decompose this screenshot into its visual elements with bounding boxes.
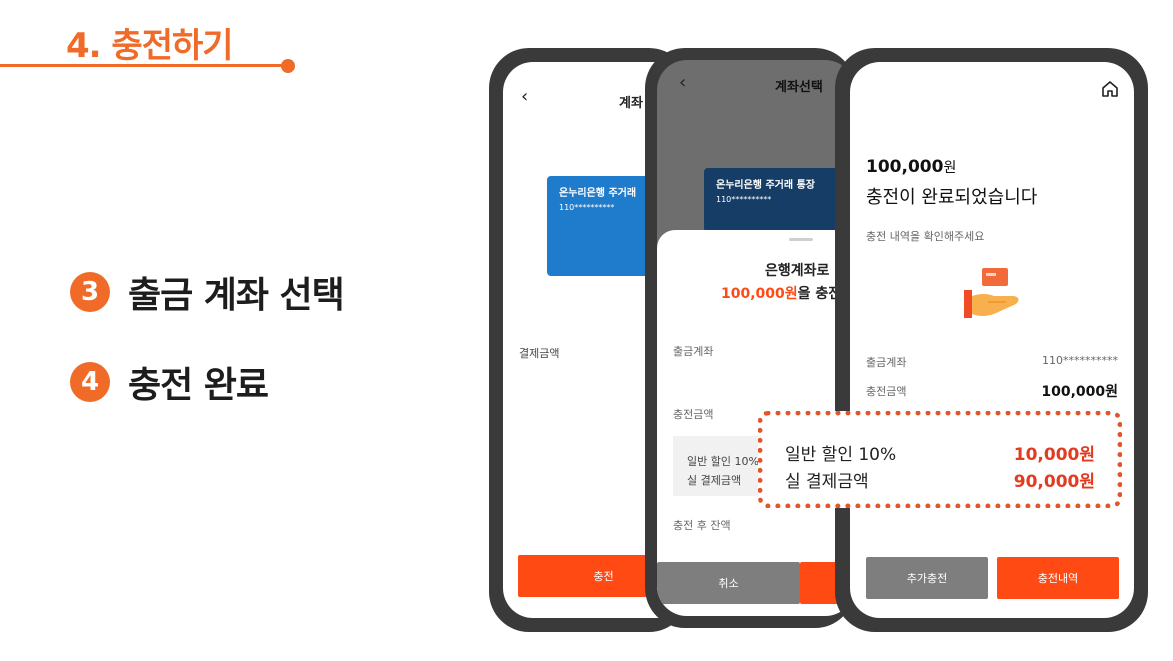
screen-title: 계좌선택: [775, 80, 823, 95]
title-underline-dot: [281, 59, 295, 73]
bank-card-number: 110**********: [559, 203, 615, 212]
step-number-badge: 4: [70, 362, 110, 402]
cancel-button[interactable]: 취소: [657, 562, 800, 604]
withdraw-account-label: 출금계좌: [866, 356, 907, 369]
step-4: 4 충전 완료: [70, 356, 269, 408]
step-3: 3 출금 계좌 선택: [70, 266, 345, 318]
discount-highlight-callout: 일반 할인 10% 10,000원 실 결제금액 90,000원: [758, 411, 1122, 508]
charge-amount-value: 100,000원: [1041, 384, 1118, 400]
sheet-handle[interactable]: [789, 238, 813, 241]
section-title: 4. 충전하기: [66, 26, 234, 66]
charge-history-button[interactable]: 충전내역: [997, 557, 1119, 599]
real-pay-label: 실 결제금액: [785, 472, 869, 492]
discount-label: 일반 할인 10%: [687, 455, 759, 468]
amount-label: 결제금액: [519, 347, 560, 360]
step-label: 출금 계좌 선택: [128, 275, 345, 316]
add-charge-button[interactable]: 추가충전: [866, 557, 988, 599]
real-pay-label: 실 결제금액: [687, 474, 742, 487]
screen-title: 계좌: [619, 96, 643, 111]
sheet-amount-suffix: 을 충전: [797, 286, 842, 302]
complete-headline: 충전이 완료되었습니다: [866, 187, 1038, 208]
real-pay-row: 실 결제금액 90,000원: [785, 467, 1095, 492]
sheet-amount-line: 100,000원을 충전: [721, 283, 841, 303]
balance-after-label: 충전 후 잔액: [673, 519, 731, 532]
discount-value: 10,000원: [1013, 445, 1095, 465]
withdraw-account-label: 출금계좌: [673, 345, 714, 358]
card-in-hand-icon: [964, 268, 1019, 318]
phone-screen: 100,000원 충전이 완료되었습니다 충전 내역을 확인해주세요 출금계좌 …: [850, 62, 1134, 618]
home-icon[interactable]: [1101, 80, 1119, 98]
charge-amount-label: 충전금액: [673, 408, 714, 421]
complete-amount-number: 100,000: [866, 157, 944, 177]
discount-label: 일반 할인 10%: [785, 445, 897, 465]
sheet-title: 은행계좌로: [765, 263, 830, 279]
phone-complete-screen: 100,000원 충전이 완료되었습니다 충전 내역을 확인해주세요 출금계좌 …: [835, 48, 1148, 632]
step-number-badge: 3: [70, 272, 110, 312]
back-arrow-icon[interactable]: ‹: [679, 72, 687, 93]
complete-amount-unit: 원: [943, 160, 957, 176]
bank-card[interactable]: 온누리은행 주거래 통장 110**********: [704, 168, 855, 232]
back-arrow-icon[interactable]: ‹: [521, 86, 529, 107]
step-label: 충전 완료: [128, 365, 269, 406]
sheet-amount: 100,000원: [721, 286, 798, 302]
real-pay-value: 90,000원: [1013, 472, 1095, 492]
title-underline: [0, 64, 288, 67]
phone-select-account-screen: ‹ 계좌선택 온누리은행 주거래 통장 110********** 은행계좌로 …: [645, 48, 855, 628]
withdraw-account-value: 110**********: [1042, 354, 1118, 367]
discount-row: 일반 할인 10% 10,000원: [785, 440, 1095, 465]
charge-amount-label: 충전금액: [866, 385, 907, 398]
bank-card-name: 온누리은행 주거래 통장: [716, 180, 815, 191]
bank-card-name: 온누리은행 주거래: [559, 188, 637, 199]
bank-card-number: 110**********: [716, 195, 772, 204]
complete-subtext: 충전 내역을 확인해주세요: [866, 230, 985, 243]
phone-screen: ‹ 계좌선택 온누리은행 주거래 통장 110********** 은행계좌로 …: [657, 60, 855, 616]
complete-amount: 100,000원: [866, 157, 956, 177]
